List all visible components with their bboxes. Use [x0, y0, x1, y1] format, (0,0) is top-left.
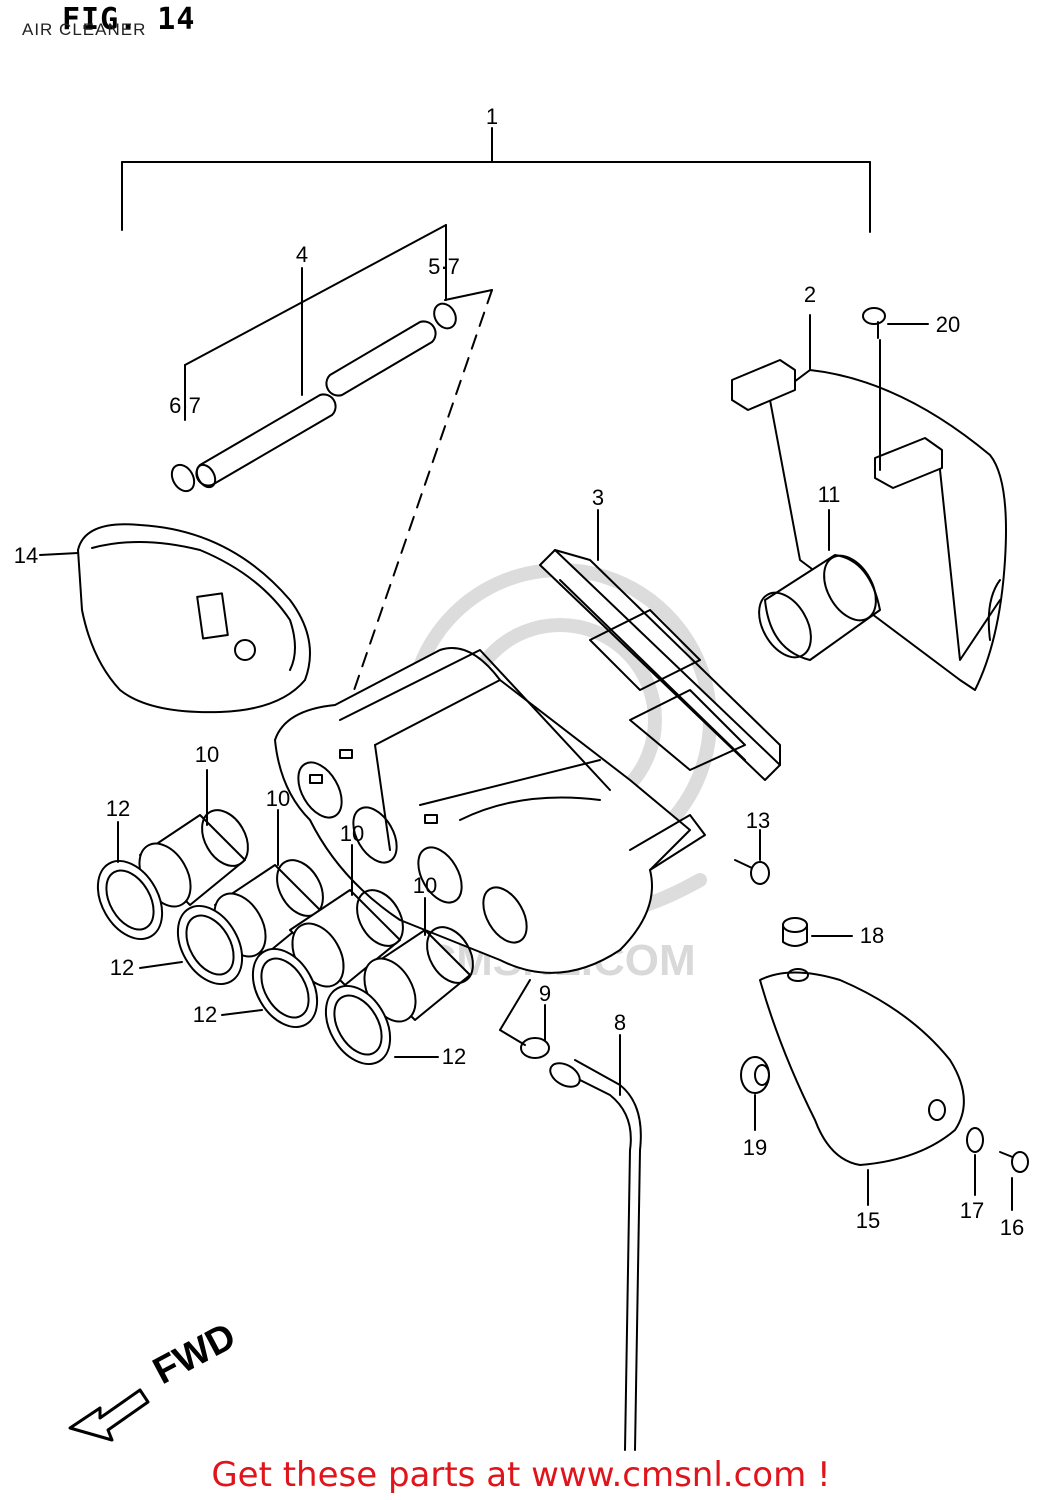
callout-10-c: 10	[340, 821, 364, 846]
breather-hose-group	[170, 224, 493, 761]
callout-6-7: 6·7	[169, 393, 201, 418]
callout-5-7: 5·7	[428, 254, 460, 279]
callout-1: 1	[486, 104, 498, 129]
part-8-drain-hose	[549, 1034, 642, 1451]
part-9-clamp	[499, 979, 550, 1059]
callout-10-a: 10	[195, 742, 219, 767]
callout-3: 3	[592, 485, 604, 510]
callout-12-c: 12	[193, 1002, 217, 1027]
callout-12-b: 12	[110, 955, 134, 980]
part-13-bolt	[734, 829, 770, 885]
part-19-grommet	[740, 1056, 770, 1131]
callout-10-d: 10	[413, 873, 437, 898]
part-3-element	[539, 509, 781, 781]
callout-12-a: 12	[106, 796, 130, 821]
part-18-grommet	[782, 917, 853, 947]
callout-20: 20	[936, 312, 960, 337]
figure-label: FIG. 14	[62, 2, 196, 37]
diagram-subtitle: AIR CLEANER	[22, 20, 147, 39]
callout-2: 2	[804, 282, 816, 307]
callout-14: 14	[14, 543, 38, 568]
callout-9: 9	[539, 981, 551, 1006]
part-15-side-cover	[759, 968, 965, 1206]
callout-4: 4	[296, 242, 308, 267]
callout-10-b: 10	[266, 786, 290, 811]
part-20-screw	[862, 307, 929, 339]
assembly-bracket	[121, 127, 871, 233]
intake-funnels	[138, 769, 474, 1023]
callout-13: 13	[746, 808, 770, 833]
callout-8: 8	[614, 1010, 626, 1035]
forward-label: FWD	[147, 1315, 243, 1393]
part-14-cover	[39, 523, 311, 714]
part-16-screw	[999, 1151, 1029, 1211]
parts-link-banner[interactable]: Get these parts at www.cmsnl.com !	[211, 1455, 831, 1495]
intake-clamps	[96, 821, 439, 1065]
callout-12-d: 12	[442, 1044, 466, 1069]
callout-16: 16	[1000, 1215, 1024, 1240]
callout-19: 19	[743, 1135, 767, 1160]
callout-11: 11	[818, 482, 841, 507]
callout-15: 15	[856, 1208, 880, 1233]
callout-labels: 1 2 3 4 5·7 6·7 8 9 10 10 10 10 11 12 12…	[14, 104, 1024, 1240]
forward-arrow-icon	[68, 1388, 150, 1442]
part-11-boot	[758, 509, 881, 661]
callout-18: 18	[860, 923, 884, 948]
callout-17: 17	[960, 1198, 984, 1223]
part-17-washer	[966, 1127, 984, 1196]
part-2-case	[731, 314, 1007, 691]
